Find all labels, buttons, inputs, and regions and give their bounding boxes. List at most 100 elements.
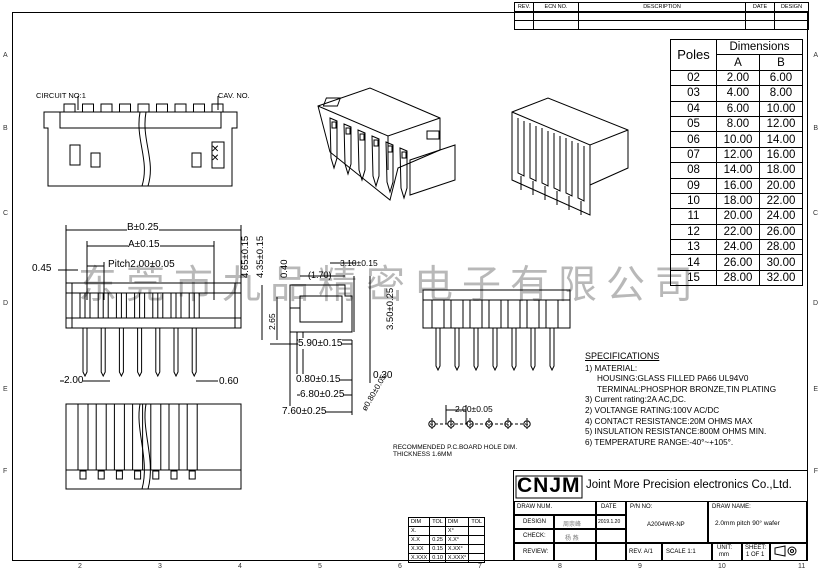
specifications-block: SPECIFICATIONS 1) MATERIAL: HOUSING:GLAS… — [585, 351, 776, 448]
rear-pin — [530, 328, 536, 372]
iso-pin-slot — [387, 145, 393, 153]
rev-value: REV. A/1 — [629, 549, 653, 555]
bottom-pin-foot — [97, 470, 105, 480]
rear-cavity — [450, 299, 464, 329]
bottom-slot — [95, 403, 107, 471]
company-name: Joint More Precision electronics Co.,Ltd… — [586, 479, 792, 491]
dim-b-cell: 18.00 — [759, 162, 803, 179]
rev-header-design: DESIGN — [780, 4, 803, 10]
iso-pin — [385, 141, 394, 194]
dim-590-label: 5.90±0.15 — [298, 338, 343, 349]
dim-b-cell: 16.00 — [759, 146, 803, 164]
poles-cell: 04 — [670, 100, 717, 117]
spec-line: HOUSING:GLASS FILLED PA66 UL94V0 — [597, 374, 749, 384]
brand-logo: CNJM — [517, 474, 581, 497]
iso-pin-slot — [401, 151, 407, 159]
iso-pin-slot — [359, 133, 365, 141]
dim-760-label: 7.60±0.25 — [282, 406, 327, 417]
front-pin — [191, 328, 197, 378]
scale-value: SCALE 1:1 — [666, 549, 696, 555]
zone-number: 4 — [238, 563, 242, 570]
iso-rib — [541, 128, 549, 187]
rear-pin — [492, 328, 498, 372]
tolerance-cell — [468, 544, 485, 554]
zone-letter: D — [812, 300, 818, 307]
poles-cell: 14 — [670, 254, 717, 271]
zone-letter: B — [813, 125, 818, 132]
bottom-pin-foot — [152, 470, 160, 480]
rev-header-ecn: ECN NO. — [534, 3, 579, 11]
dim-200-label: 2.00 — [64, 375, 84, 386]
date-value: 2019.1.20 — [598, 519, 621, 525]
tolerance-cell: X.X° — [444, 535, 470, 545]
dim-b-cell: 28.00 — [759, 239, 803, 256]
bottom-slot — [186, 403, 198, 471]
isometric-view-left — [317, 87, 456, 201]
iso-rib — [553, 133, 561, 192]
zone-number: 7 — [478, 563, 482, 570]
sheet-label: SHEET: — [745, 545, 767, 551]
rear-pin — [549, 328, 555, 372]
rear-pin — [473, 328, 479, 372]
dim-pitch-label: Pitch2.00±0.05 — [108, 259, 175, 270]
zone-letter: C — [3, 210, 9, 217]
tolerance-cell: X° — [444, 526, 470, 536]
zone-number: 11 — [798, 563, 806, 570]
pcb-pitch-label: 2.00±0.05 — [455, 404, 493, 414]
zone-number: 3 — [158, 563, 162, 570]
tolerance-row: X.X° — [407, 526, 485, 536]
zone-letter: E — [813, 386, 818, 393]
tolerance-cell: X.XX — [407, 544, 431, 554]
dim-310-label: 3.10±0.15 — [340, 258, 378, 268]
tolerance-cell — [468, 553, 485, 563]
spec-line: 1) MATERIAL: — [585, 363, 638, 373]
iso-pin — [343, 123, 352, 176]
check-value: 杨 燕 — [565, 536, 579, 542]
front-pin — [137, 328, 143, 378]
dim-a-cell: 6.00 — [716, 100, 760, 117]
dim-b-cell: 30.00 — [759, 254, 803, 271]
tolerance-cell — [429, 526, 446, 536]
zone-number: 9 — [638, 563, 642, 570]
pcb-hole-pattern — [428, 405, 531, 430]
dim-b-cell: 8.00 — [759, 85, 803, 102]
sheet-value: 1 OF 1 — [746, 552, 765, 558]
iso-pin-slot — [331, 121, 337, 129]
pn-label: P/N NO: — [630, 504, 653, 510]
iso-pin-slot — [373, 139, 379, 147]
pcb-note-line2: THICKNESS 1.6MM — [393, 451, 452, 458]
bottom-pin-foot — [170, 470, 178, 480]
zone-letter: F — [3, 468, 8, 475]
dim-b-label: B±0.25 — [127, 222, 159, 233]
spec-line: 2) VOLTANGE RATING:100V AC/DC — [585, 405, 720, 415]
zone-letter: C — [812, 210, 818, 217]
zone-number: 2 — [78, 563, 82, 570]
rear-cavity — [469, 299, 483, 329]
top-rib — [137, 103, 150, 112]
zone-number: 8 — [558, 563, 562, 570]
rear-cavity — [545, 299, 559, 329]
zone-number: 10 — [718, 563, 726, 570]
front-pin — [118, 328, 124, 378]
rear-cavity — [507, 299, 521, 329]
front-pin — [173, 328, 179, 378]
iso-pin — [357, 129, 366, 182]
top-rib — [63, 103, 76, 112]
zone-letter: A — [813, 52, 818, 59]
dim-a-cell: 4.00 — [716, 85, 760, 102]
tol-header: DIM — [407, 517, 431, 527]
bottom-pin-foot — [134, 470, 142, 480]
bottom-slot — [168, 403, 180, 471]
top-view — [43, 96, 238, 187]
zone-letter: B — [3, 125, 8, 132]
tolerance-cell: 0.25 — [429, 535, 446, 545]
date-label: DATE — [601, 504, 617, 510]
